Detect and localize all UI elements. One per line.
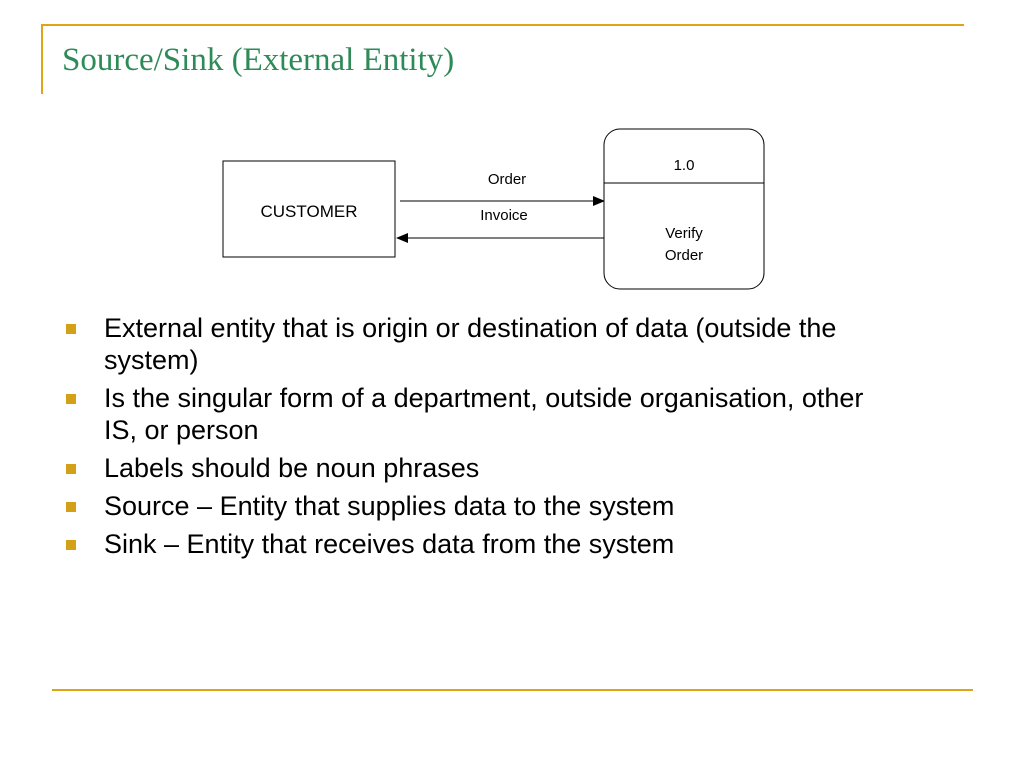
bullet-text: Labels should be noun phrases bbox=[104, 453, 480, 483]
bullet-text: Is the singular form of a department, ou… bbox=[104, 383, 864, 445]
square-bullet-icon bbox=[66, 540, 76, 550]
external-entity-box bbox=[222, 160, 396, 258]
square-bullet-icon bbox=[66, 324, 76, 334]
external-entity-label: CUSTOMER bbox=[261, 202, 358, 221]
bullet-item: Source – Entity that supplies data to th… bbox=[66, 490, 866, 522]
frame-left-line bbox=[41, 24, 43, 94]
bullet-text: Source – Entity that supplies data to th… bbox=[104, 491, 675, 521]
bullet-item: Labels should be noun phrases bbox=[66, 452, 866, 484]
frame-top-line bbox=[41, 24, 964, 26]
square-bullet-icon bbox=[66, 394, 76, 404]
bullet-item: External entity that is origin or destin… bbox=[66, 312, 866, 376]
data-flow-invoice-label: Invoice bbox=[480, 207, 528, 224]
bullet-text: Sink – Entity that receives data from th… bbox=[104, 529, 675, 559]
bullet-text: External entity that is origin or destin… bbox=[104, 313, 837, 375]
bullet-item: Sink – Entity that receives data from th… bbox=[66, 528, 866, 560]
dfd-diagram: CUSTOMER Order Invoice 1.0 Verify Order bbox=[222, 128, 765, 290]
process-box bbox=[603, 128, 765, 290]
bullet-item: Is the singular form of a department, ou… bbox=[66, 382, 866, 446]
square-bullet-icon bbox=[66, 464, 76, 474]
process-name-line-1: Verify bbox=[665, 225, 703, 242]
frame-bottom-line bbox=[52, 689, 973, 691]
data-flow-order-label: Order bbox=[488, 171, 526, 188]
process-id: 1.0 bbox=[674, 157, 695, 174]
slide-title: Source/Sink (External Entity) bbox=[62, 42, 455, 78]
square-bullet-icon bbox=[66, 502, 76, 512]
bullet-list: External entity that is origin or destin… bbox=[66, 312, 866, 566]
process-name-line-2: Order bbox=[665, 247, 703, 264]
